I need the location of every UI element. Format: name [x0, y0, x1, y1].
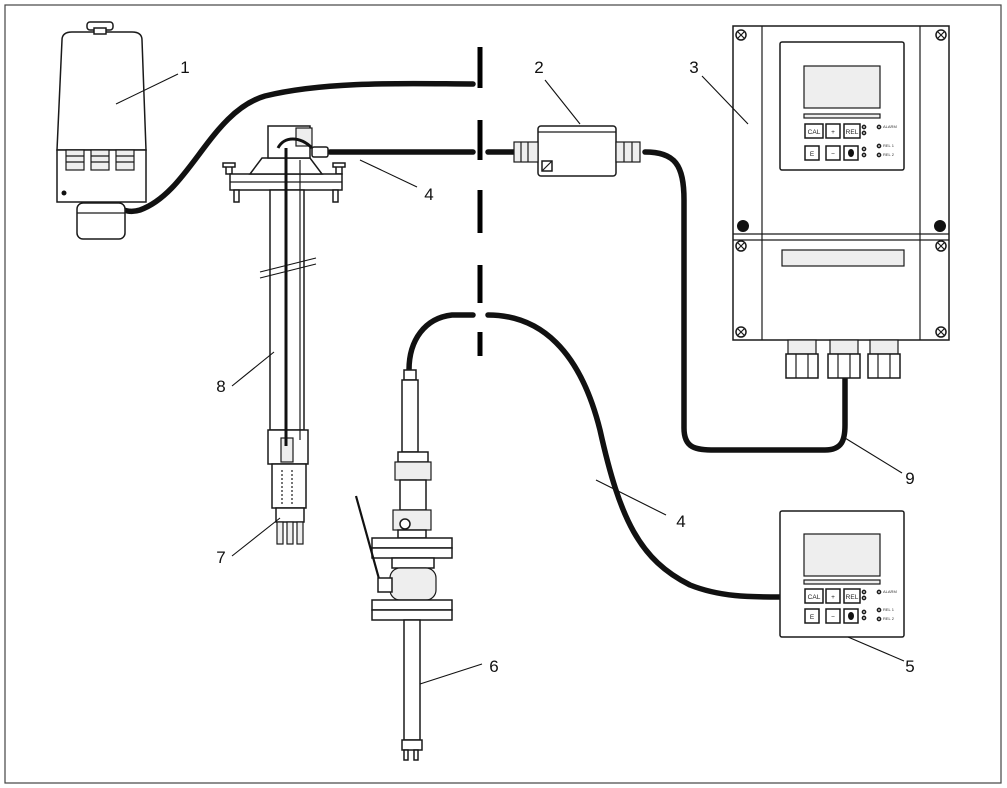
- svg-text:+: +: [831, 594, 835, 601]
- cable-to-panel-transmitter: [485, 312, 783, 600]
- callout-2: 2: [534, 58, 543, 77]
- svg-text:REL: REL: [846, 129, 859, 136]
- rel-key: REL: [843, 588, 861, 604]
- svg-text:REL 2: REL 2: [883, 616, 895, 621]
- svg-text:E: E: [810, 614, 815, 621]
- cable-gland: [827, 339, 861, 379]
- svg-text:REL 1: REL 1: [883, 607, 895, 612]
- svg-text:ALARM: ALARM: [883, 589, 897, 594]
- keypad-panel-transmitter: CAL + REL E − ALARM REL 1 REL 2: [804, 588, 897, 624]
- screw-icon: [735, 240, 747, 252]
- cable-gland: [785, 339, 819, 379]
- callout-7: 7: [216, 548, 225, 567]
- e-key: E: [804, 145, 820, 161]
- internal-sensor-cable: [276, 137, 314, 446]
- callout-4-lower: 4: [676, 512, 685, 531]
- e-key: E: [804, 608, 820, 624]
- cable-gland: [867, 339, 901, 379]
- cal-key: CAL: [804, 123, 824, 139]
- callout-6: 6: [489, 657, 498, 676]
- svg-text:REL: REL: [846, 594, 859, 601]
- svg-text:CAL: CAL: [808, 594, 821, 601]
- panel-transmitter: [779, 510, 905, 638]
- field-transmitter: [732, 25, 950, 379]
- cable-connector-flange: [311, 146, 329, 158]
- svg-text:ALARM: ALARM: [883, 124, 897, 129]
- svg-text:−: −: [831, 151, 835, 158]
- minus-key: −: [825, 145, 841, 161]
- svg-text:+: +: [831, 129, 835, 136]
- cable-junction-to-transmitter: [642, 149, 848, 453]
- callout-3: 3: [689, 58, 698, 77]
- plus-key: +: [825, 588, 841, 604]
- display-screen: [803, 65, 881, 109]
- toggle-key: [843, 145, 859, 161]
- cal-key: CAL: [804, 588, 824, 604]
- callout-4-upper: 4: [424, 185, 433, 204]
- cable-gland-middle: [90, 149, 110, 171]
- screw-icon: [735, 326, 747, 338]
- display-screen: [803, 533, 881, 577]
- plus-key: +: [825, 123, 841, 139]
- svg-text:REL 1: REL 1: [883, 143, 895, 148]
- svg-text:REL 2: REL 2: [883, 152, 895, 157]
- cable-assembly-to-panel: [406, 312, 476, 373]
- callout-9: 9: [905, 469, 914, 488]
- terminal-head: [56, 21, 147, 240]
- callout-1: 1: [180, 58, 189, 77]
- junction-box: [513, 125, 641, 177]
- keypad-wall-transmitter: CAL + REL E − ALARM REL 1 REL 2: [804, 123, 897, 161]
- screw-icon: [735, 29, 747, 41]
- svg-text:CAL: CAL: [808, 129, 821, 136]
- svg-text:−: −: [831, 614, 835, 621]
- cable-gland-left: [65, 149, 85, 171]
- callout-5: 5: [905, 657, 914, 676]
- screw-icon: [935, 29, 947, 41]
- screw-icon: [935, 240, 947, 252]
- cable-gland-right: [115, 149, 135, 171]
- toggle-key: [843, 608, 859, 624]
- svg-text:E: E: [810, 151, 815, 158]
- rel-key: REL: [843, 123, 861, 139]
- retractable-assembly: [354, 369, 453, 761]
- callout-8: 8: [216, 377, 225, 396]
- minus-key: −: [825, 608, 841, 624]
- screw-icon: [935, 326, 947, 338]
